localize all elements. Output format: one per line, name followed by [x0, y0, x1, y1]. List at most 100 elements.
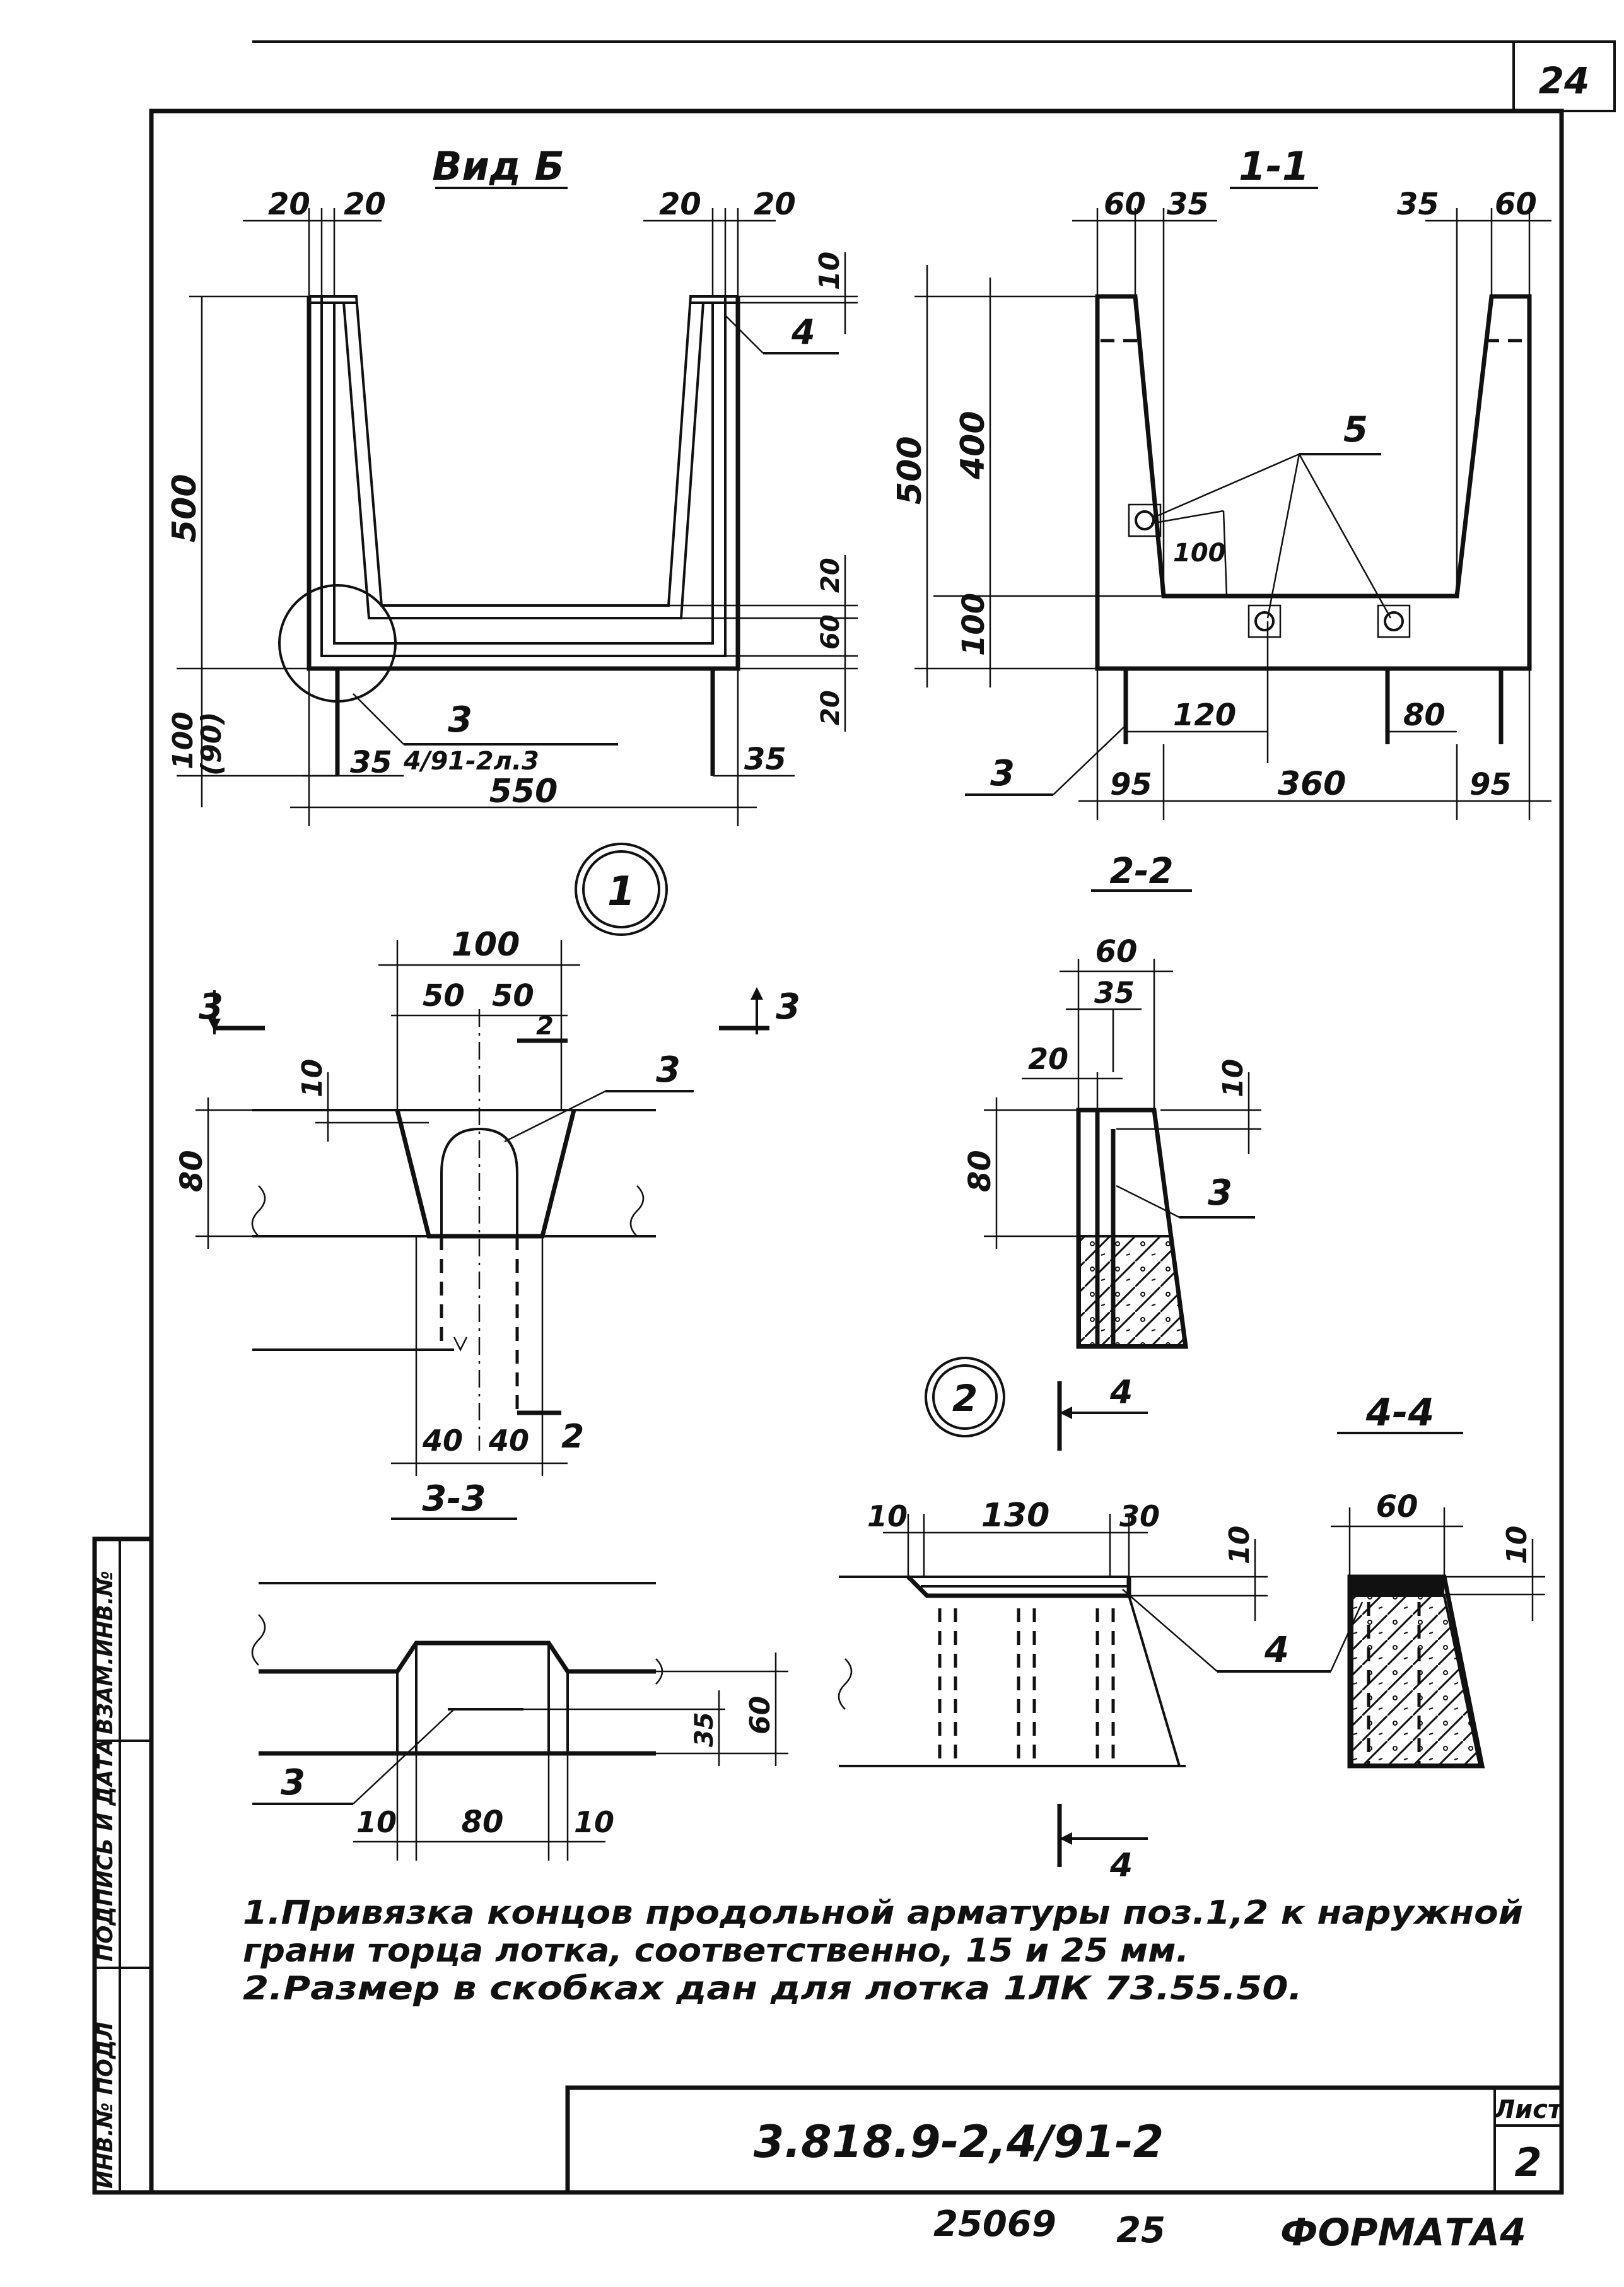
- node1-dim-10: 10: [296, 1059, 329, 1097]
- vb-dim-20-b: 20: [344, 187, 386, 222]
- s22-label-3: 3: [1208, 1173, 1232, 1214]
- node1-cut-2-top: 2: [536, 1012, 554, 1041]
- bottom-code-2: 25: [1116, 2210, 1165, 2251]
- s11-dim-400: 400: [954, 411, 992, 480]
- node2-dim-10-right: 10: [1224, 1526, 1256, 1564]
- node1-cut-2-bottom: 2: [561, 1418, 584, 1456]
- node1-cut-3-left: 3: [199, 986, 223, 1027]
- stamp-podpis: ПОДПИСЬ И ДАТА: [93, 1738, 118, 1962]
- node1-dim-100: 100: [452, 926, 520, 964]
- s33-label-3: 3: [281, 1762, 305, 1803]
- vb-dim-500: 500: [166, 474, 204, 542]
- node2-dim-10: 10: [867, 1499, 908, 1533]
- notes: 1.Привязка концов продольной арматуры по…: [243, 1894, 1523, 2008]
- title-block: Лист 2 3.818.9-2,4/91-2 25069 25 ФОРМАТА…: [565, 2085, 1564, 2255]
- rebar-cross-icon: [1128, 503, 1162, 537]
- node2-label-4: 4: [1264, 1630, 1289, 1671]
- s11-label-5: 5: [1343, 409, 1368, 450]
- note-line-2: грани торца лотка, соответственно, 15 и …: [243, 1932, 1189, 1970]
- s11-dim-60-b: 60: [1495, 187, 1537, 222]
- s11-dim-100-diag: 100: [1173, 539, 1226, 568]
- s11-dim-95-a: 95: [1110, 767, 1152, 802]
- node2-dim-130: 130: [981, 1497, 1050, 1535]
- node1-title: 1: [607, 869, 636, 915]
- note-line-1: 1.Привязка концов продольной арматуры по…: [243, 1894, 1523, 1932]
- s11-title: 1-1: [1239, 143, 1309, 189]
- vb-ref-3: 4/91-2л.3: [403, 747, 539, 776]
- sheet-label: Лист: [1493, 2095, 1564, 2124]
- vb-dim-20-r1: 20: [816, 558, 845, 593]
- note-line-3: 2.Размер в скобках дан для лотка 1ЛК 73.…: [243, 1970, 1302, 2008]
- sheet-number: 2: [1514, 2139, 1541, 2185]
- rebar-cross-icon: [1377, 604, 1411, 638]
- vb-dim-35-left: 35: [350, 745, 392, 780]
- vb-dim-35-right: 35: [744, 742, 786, 777]
- s22-dim-35: 35: [1094, 976, 1135, 1010]
- vb-dim-90: (90): [196, 712, 228, 776]
- section-4-4: 4-4 60 10: [1331, 1391, 1545, 1769]
- s33-dim-80: 80: [462, 1804, 504, 1840]
- bottom-code-1: 25069: [933, 2204, 1056, 2245]
- s11-dim-35-b: 35: [1397, 187, 1439, 222]
- node1-label-3: 3: [656, 1050, 681, 1091]
- s11-dim-360: 360: [1278, 765, 1347, 803]
- node1-dim-80: 80: [174, 1150, 209, 1192]
- s44-dim-60: 60: [1376, 1489, 1418, 1524]
- node-2: 2 4 10 130 30 10 4: [838, 1357, 1364, 1885]
- node1-dim-50a: 50: [423, 978, 465, 1014]
- vb-label-3: 3: [448, 699, 472, 740]
- s11-dim-100: 100: [956, 593, 991, 656]
- node1-cut-3-right: 3: [776, 986, 800, 1027]
- s11-dim-60-a: 60: [1104, 187, 1146, 222]
- rebar-cross-icon: [1247, 604, 1282, 638]
- s11-dim-120: 120: [1173, 698, 1236, 733]
- stamp-vzam: ВЗАМ.ИНВ.№: [93, 1570, 118, 1734]
- s22-dim-60: 60: [1095, 934, 1138, 969]
- section-3-3: 3-3 3 10 80 10 35 60: [251, 1478, 788, 1861]
- s11-dim-95-b: 95: [1469, 767, 1512, 802]
- node-circle-icon: [925, 1357, 1005, 1437]
- node-1: 1 100 50 50 10 80 40 40 3: [174, 843, 800, 1476]
- s22-dim-10: 10: [1217, 1059, 1249, 1097]
- vb-dim-10: 10: [814, 252, 846, 290]
- s33-dim-60: 60: [744, 1696, 776, 1734]
- s44-dim-10: 10: [1501, 1526, 1533, 1564]
- vb-dim-20-c: 20: [659, 187, 701, 222]
- vb-dim-550: 550: [489, 773, 558, 810]
- node2-cut-4-bottom: 4: [1109, 1847, 1133, 1885]
- vb-dim-100: 100: [167, 711, 199, 769]
- s11-label-3: 3: [990, 753, 1015, 794]
- node1-dim-50b: 50: [492, 978, 534, 1014]
- stamp-inv-podl: ИНВ.№ ПОДЛ: [93, 2022, 118, 2189]
- s33-dim-10b: 10: [574, 1805, 614, 1839]
- page-number: 24: [1539, 59, 1590, 102]
- s11-dim-500: 500: [891, 436, 929, 505]
- s22-dim-80: 80: [962, 1150, 998, 1192]
- section-2-2: 2-2 60 35 20 10 80 3: [962, 851, 1261, 1349]
- s22-title: 2-2: [1109, 851, 1173, 892]
- document-code: 3.818.9-2,4/91-2: [754, 2116, 1164, 2168]
- node2-dim-30: 30: [1119, 1499, 1160, 1533]
- vb-label-4: 4: [791, 312, 815, 352]
- vb-dim-60-r: 60: [816, 614, 845, 650]
- side-stamp: ИНВ.№ ПОДЛ ПОДПИСЬ И ДАТА ВЗАМ.ИНВ.№: [92, 1536, 154, 2195]
- node2-cut-4-top: 4: [1109, 1374, 1133, 1412]
- s11-dim-80: 80: [1403, 698, 1446, 733]
- s33-dim-35: 35: [690, 1712, 719, 1747]
- vb-dim-20-r2: 20: [816, 690, 845, 725]
- vb-dim-20-d: 20: [754, 187, 796, 222]
- node1-dim-40b: 40: [488, 1424, 529, 1458]
- s11-dim-35-a: 35: [1167, 187, 1209, 222]
- view-b: Вид Б 20 20 20 20 500 100 (: [166, 143, 858, 826]
- format-label: ФОРМАТА4: [1280, 2211, 1526, 2255]
- node2-title: 2: [952, 1377, 978, 1420]
- s33-title: 3-3: [422, 1478, 486, 1519]
- vb-dim-20-a: 20: [268, 187, 310, 222]
- s33-dim-10a: 10: [356, 1805, 397, 1839]
- node1-dim-40a: 40: [422, 1424, 463, 1458]
- section-1-1: 1-1 5 100: [891, 143, 1551, 820]
- node-circle-icon: [575, 843, 668, 936]
- s22-dim-20: 20: [1028, 1042, 1068, 1076]
- sheet-frame: 24: [149, 40, 1616, 2195]
